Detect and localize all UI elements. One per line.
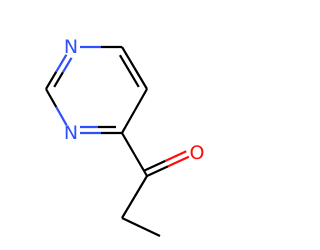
bond-c7-c9-half-a bbox=[133, 175, 148, 198]
bond-c9-c10-half-b bbox=[140, 226, 161, 237]
atom-label-n3: N bbox=[64, 122, 78, 144]
bond-c2-n3-half-b bbox=[55, 106, 68, 126]
bond-c7-o8-second-half-b bbox=[164, 150, 187, 162]
bond-n1-c2-half-b bbox=[45, 71, 58, 90]
bond-c7-o8-half-a bbox=[146, 165, 169, 177]
atom-label-layer: N N O bbox=[64, 36, 205, 164]
bond-c9-c10-half-a bbox=[121, 217, 142, 228]
bond-c2-n3-half-a bbox=[45, 88, 58, 108]
bond-layer bbox=[45, 45, 190, 237]
bond-c4-c7-half-b bbox=[133, 153, 148, 177]
bond-c4-c5-half-b bbox=[133, 88, 148, 112]
bond-c5-c6-half-a bbox=[133, 67, 148, 90]
bond-n1-c2-inner-half-a bbox=[61, 57, 73, 73]
atom-label-o8: O bbox=[190, 142, 205, 164]
bond-c4-c5-half-a bbox=[121, 110, 136, 134]
bond-c5-c6-inner-half-a bbox=[128, 70, 140, 88]
bond-c7-o8-second-half-a bbox=[144, 159, 166, 172]
bond-c4-c7-half-a bbox=[121, 132, 136, 156]
bond-c7-c9-half-b bbox=[121, 196, 136, 219]
bond-c7-o8-half-b bbox=[167, 155, 190, 168]
molecule-structure-diagram: N N O bbox=[45, 36, 205, 237]
bond-c5-c6-inner-half-b bbox=[118, 54, 131, 72]
bond-c5-c6-half-b bbox=[121, 46, 136, 69]
bond-n1-c2-half-a bbox=[55, 54, 68, 73]
bond-n1-c2-inner-half-b bbox=[53, 71, 64, 88]
atom-label-n1: N bbox=[64, 36, 78, 58]
